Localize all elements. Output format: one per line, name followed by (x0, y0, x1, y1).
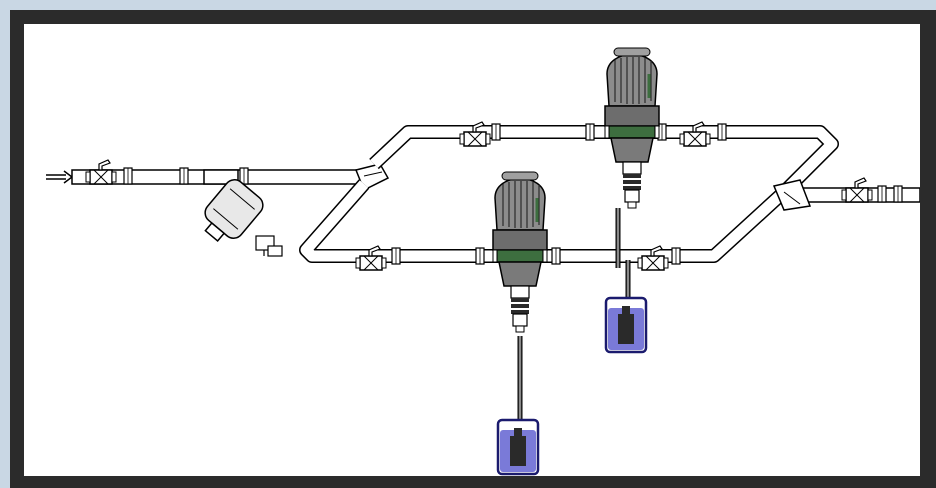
upper-coupling-1 (491, 123, 501, 141)
upper-suction-tube-icon (615, 208, 631, 310)
upper-branch-pipe (369, 125, 839, 197)
diagram-frame (10, 10, 936, 488)
inlet-coupling (123, 167, 133, 185)
inlet-arrow-icon (46, 170, 74, 184)
lower-chemical-tank-icon (496, 418, 540, 476)
outlet-coupling-2 (893, 185, 903, 203)
diagram-canvas (24, 24, 920, 476)
lower-proportional-dispenser-icon (491, 170, 549, 334)
upper-chemical-tank-icon (604, 296, 648, 354)
lower-coupling-2 (475, 247, 485, 265)
filter-inlet-coupling (179, 167, 189, 185)
lower-coupling-1 (391, 247, 401, 265)
plumbing-diagram (46, 46, 920, 476)
inlet-shutoff-valve-icon (85, 159, 117, 185)
upper-coupling-4 (717, 123, 727, 141)
lower-coupling-4 (671, 247, 681, 265)
outlet-coupling (877, 185, 887, 203)
water-filter-icon (203, 169, 283, 257)
lower-coupling-3 (551, 247, 561, 265)
upper-proportional-dispenser-icon (603, 46, 661, 210)
outlet-shutoff-valve-icon (841, 177, 873, 203)
right-y-junction-icon (772, 179, 812, 211)
upper-coupling-2 (585, 123, 595, 141)
